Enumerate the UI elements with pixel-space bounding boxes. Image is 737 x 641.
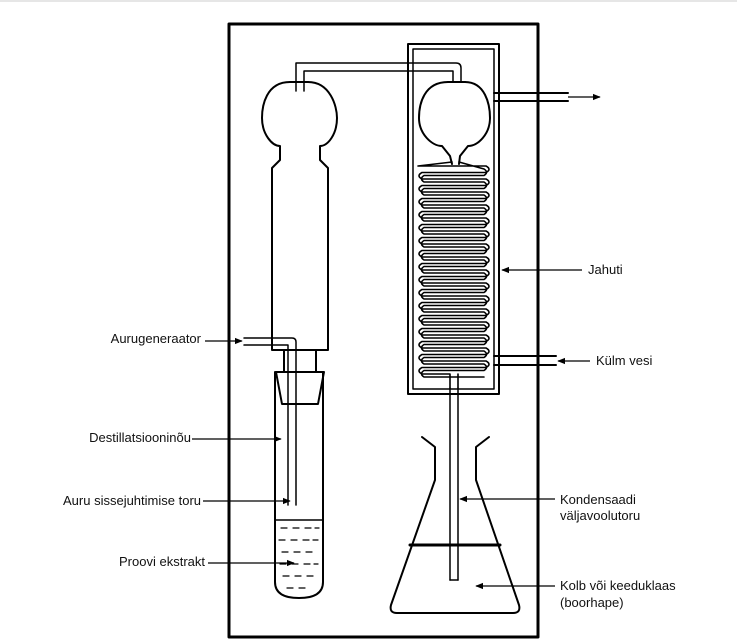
condenser-bulb: [418, 81, 491, 165]
label-sample-extract: Proovi ekstrakt: [119, 554, 205, 569]
top-strip: [0, 0, 737, 2]
condenser-water-inlet: [493, 355, 557, 366]
label-flask-2: (boorhape): [560, 595, 624, 610]
label-condensate-outlet-2: väljavoolutoru: [560, 508, 641, 523]
condenser-jacket: [407, 43, 500, 395]
steam-generator-pipe: [243, 337, 297, 506]
stopper: [275, 371, 325, 405]
condenser-water-outlet: [493, 92, 569, 102]
receiving-flask: [389, 436, 521, 614]
apparatus-frame: [227, 22, 540, 639]
condensate-outlet-tube: [449, 387, 459, 581]
label-steam-inlet-tube: Auru sissejuhtimise toru: [63, 493, 201, 508]
label-condensate-outlet-1: Kondensaadi: [560, 492, 636, 507]
label-steam-generator: Aurugeneraator: [110, 331, 201, 346]
condenser-coil: [417, 161, 490, 389]
sample-liquid: [278, 527, 320, 589]
label-cold-water: Külm vesi: [596, 353, 653, 368]
label-condenser: Jahuti: [588, 262, 623, 277]
test-tube: [274, 371, 324, 599]
vessel-neck: [283, 349, 317, 373]
connecting-tube: [295, 62, 462, 92]
label-flask-1: Kolb või keeduklaas: [560, 578, 676, 593]
label-distillation-vessel: Destillatsiooninõu: [89, 430, 191, 445]
distillation-vessel: [261, 81, 338, 351]
